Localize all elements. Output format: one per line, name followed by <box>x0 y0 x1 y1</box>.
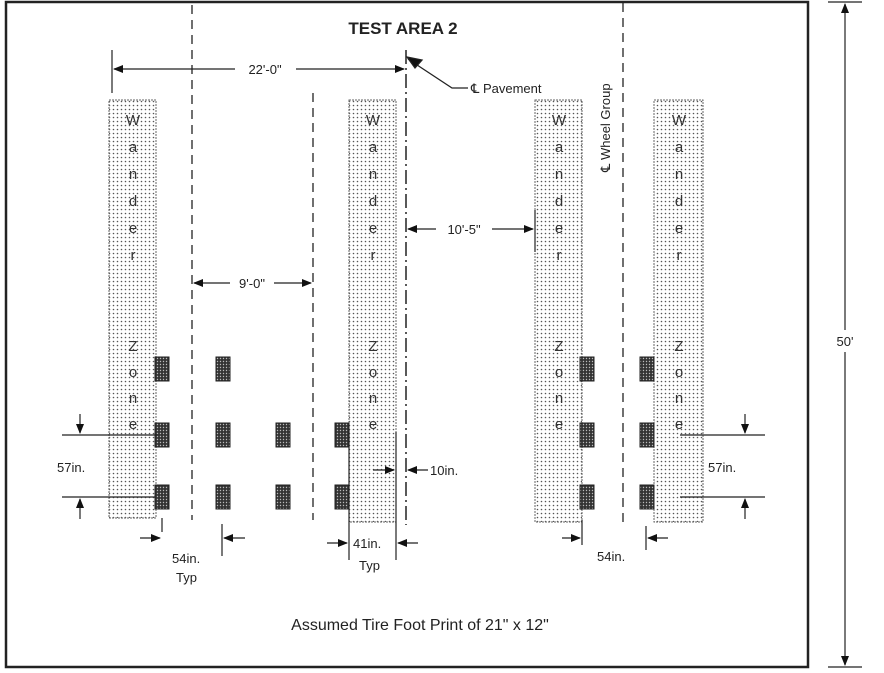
caption: Assumed Tire Foot Print of 21" x 12" <box>291 617 549 634</box>
length-dimension <box>828 1 862 668</box>
wander-zone: Wander Zone <box>108 99 157 519</box>
tire-gap-left-dimension <box>140 518 245 556</box>
tire-footprint <box>275 422 291 448</box>
tire-footprints <box>154 356 655 510</box>
wander-zone-word1: Wander <box>671 112 688 274</box>
tire-footprint <box>334 422 350 448</box>
wander-zone: Wander Zone <box>534 99 583 523</box>
wander-zone: Wander Zone <box>653 99 704 523</box>
center-offset-label: 10in. <box>430 463 458 478</box>
tire-gap-right-dimension <box>562 520 668 550</box>
tire-footprint <box>334 484 350 510</box>
tire-gap-left-label: 54in. <box>172 551 200 566</box>
wander-zone-word2: Zone <box>671 338 688 442</box>
test-area-border <box>4 0 810 669</box>
tire-gap-right-label: 54in. <box>597 549 625 564</box>
tire-footprint <box>579 422 595 448</box>
wander-zone: Wander Zone <box>348 99 397 523</box>
page-title: TEST AREA 2 <box>348 19 457 38</box>
length-label: 50' <box>837 334 854 349</box>
offset-label: 10'-5" <box>447 222 481 237</box>
wander-zone-word2: Zone <box>551 338 568 442</box>
tire-footprint <box>579 356 595 382</box>
axle-spacing-left-dimension <box>62 414 158 519</box>
wheel-group-label: ℄ Wheel Group <box>598 83 613 173</box>
axle-spacing-right-dimension <box>680 414 765 519</box>
lane-spacing-label: 9'-0" <box>239 276 265 291</box>
overall-width-label: 22'-0" <box>248 62 282 77</box>
wander-zone-word2: Zone <box>125 338 142 442</box>
tire-footprint <box>215 422 231 448</box>
wander-zone-word1: Wander <box>551 112 568 274</box>
overall-width-dimension <box>111 50 405 93</box>
tire-footprint <box>639 356 655 382</box>
tire-footprint <box>154 356 170 382</box>
axle-spacing-right-label: 57in. <box>708 460 736 475</box>
offset-dimension <box>407 210 536 252</box>
pavement-centerline-label: ℄ Pavement <box>470 81 542 96</box>
zone-width-typ: Typ <box>359 558 380 573</box>
wander-zone-word1: Wander <box>125 112 142 274</box>
tire-gap-left-typ: Typ <box>176 570 197 585</box>
zone-width-label: 41in. <box>353 536 381 551</box>
tire-footprint <box>639 422 655 448</box>
tire-footprint <box>639 484 655 510</box>
tire-footprint <box>154 484 170 510</box>
pavement-leader <box>405 56 468 89</box>
tire-footprint <box>579 484 595 510</box>
zone-width-dimension <box>327 430 418 560</box>
axle-spacing-left-label: 57in. <box>57 460 85 475</box>
tire-footprint <box>215 484 231 510</box>
tire-footprint <box>275 484 291 510</box>
tire-footprint <box>215 356 231 382</box>
wander-zone-word1: Wander <box>365 112 382 274</box>
wander-zone-word2: Zone <box>365 338 382 442</box>
lane-lines <box>191 3 624 522</box>
